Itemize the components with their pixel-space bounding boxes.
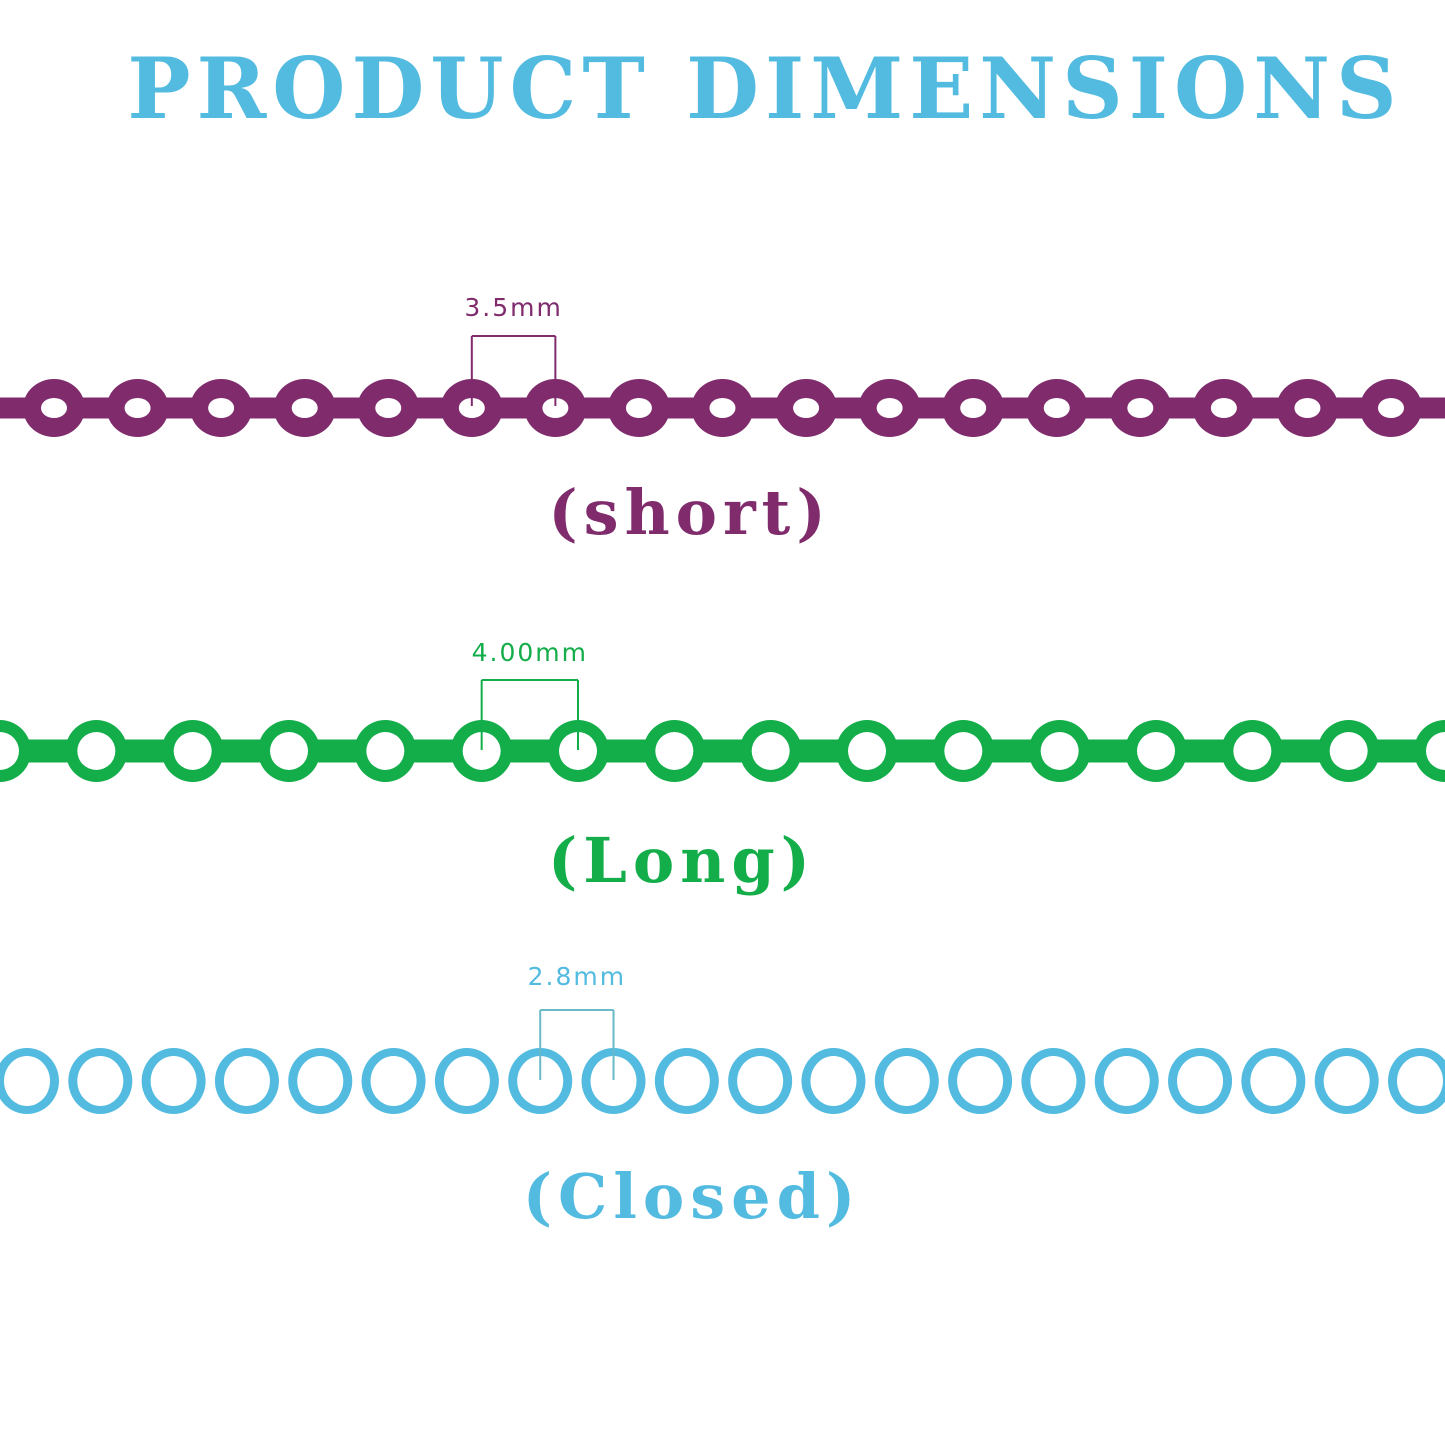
short-chain-link-hole <box>458 398 485 418</box>
long-chain-group: 4.00mm (Long) <box>0 638 1445 897</box>
short-chain-link-hole <box>291 398 318 418</box>
short-caption: (short) <box>548 476 831 549</box>
page-title: PRODUCT DIMENSIONS <box>127 39 1402 138</box>
closed-chain-link-hole <box>663 1056 710 1106</box>
long-chain-link-hole <box>559 732 597 770</box>
short-spacing-dimension: 3.5mm <box>464 293 562 406</box>
long-chain-link-hole <box>0 732 19 770</box>
short-chain-link-hole <box>876 398 903 418</box>
closed-chain-link-hole <box>370 1056 417 1106</box>
short-chain-link-hole <box>124 398 151 418</box>
short-chain-link-hole <box>709 398 736 418</box>
closed-chain-link-hole <box>957 1056 1004 1106</box>
short-chain-link-hole <box>41 398 67 418</box>
long-chain-link-hole <box>270 732 308 770</box>
short-chain-link-hole <box>1210 398 1237 418</box>
closed-chain-link-hole <box>4 1056 50 1106</box>
long-chain-link-hole <box>77 732 116 770</box>
short-chain-link-hole <box>1043 398 1070 418</box>
closed-chain-link-hole <box>443 1056 490 1106</box>
closed-caption: (Closed) <box>523 1160 862 1233</box>
long-chain-link-hole <box>1040 732 1079 770</box>
closed-chain-link-hole <box>810 1056 857 1106</box>
short-chain-link-hole <box>542 398 569 418</box>
closed-chain-group: 2.8mm (Closed) <box>0 962 1445 1233</box>
short-chain-link-hole <box>793 398 820 418</box>
closed-chain-link-hole <box>1177 1056 1224 1106</box>
closed-chain-link-hole <box>1323 1056 1370 1106</box>
long-chain-link-hole <box>1329 732 1368 770</box>
long-chain-link-hole <box>1426 732 1445 770</box>
long-caption: (Long) <box>548 824 816 897</box>
closed-chain-link-hole <box>1103 1056 1150 1106</box>
long-chain-link-hole <box>848 732 886 770</box>
closed-chain-link-hole <box>1030 1056 1077 1106</box>
closed-chain-link-hole <box>883 1056 930 1106</box>
short-chain-link-hole <box>1127 398 1154 418</box>
short-chain-link-hole <box>1378 398 1404 418</box>
closed-chain-link-hole <box>1397 1056 1443 1106</box>
long-spacing-label: 4.00mm <box>472 638 588 667</box>
closed-spacing-dimension: 2.8mm <box>528 962 626 1080</box>
closed-chain-link-hole <box>590 1056 637 1106</box>
long-chain-links <box>0 720 1445 782</box>
long-chain-link-hole <box>944 732 983 770</box>
long-chain-link-hole <box>173 732 212 770</box>
closed-chain-link-hole <box>297 1056 344 1106</box>
short-chain-link-hole <box>1294 398 1321 418</box>
long-chain-link-hole <box>655 732 694 770</box>
long-spacing-dimension: 4.00mm <box>472 638 588 750</box>
long-chain-link-hole <box>1233 732 1272 770</box>
closed-chain-link-hole <box>737 1056 784 1106</box>
long-chain-link-hole <box>1137 732 1175 770</box>
closed-chain-link-hole <box>517 1056 564 1106</box>
short-chain-link-hole <box>208 398 235 418</box>
short-spacing-label: 3.5mm <box>464 293 562 322</box>
long-chain-link-hole <box>462 732 501 770</box>
closed-chain-link-hole <box>77 1056 124 1106</box>
closed-chain-link-hole <box>150 1056 197 1106</box>
short-chain-link-hole <box>375 398 402 418</box>
short-chain-link-hole <box>625 398 652 418</box>
long-chain-link-hole <box>751 732 790 770</box>
short-chain-link-hole <box>960 398 987 418</box>
closed-spacing-label: 2.8mm <box>528 962 626 991</box>
long-chain-link-hole <box>366 732 405 770</box>
closed-chain-link-hole <box>223 1056 270 1106</box>
short-chain-links <box>0 379 1445 437</box>
closed-chain-links <box>0 1048 1445 1114</box>
short-chain-group: 3.5mm (short) <box>0 293 1445 549</box>
closed-chain-link-hole <box>1250 1056 1297 1106</box>
